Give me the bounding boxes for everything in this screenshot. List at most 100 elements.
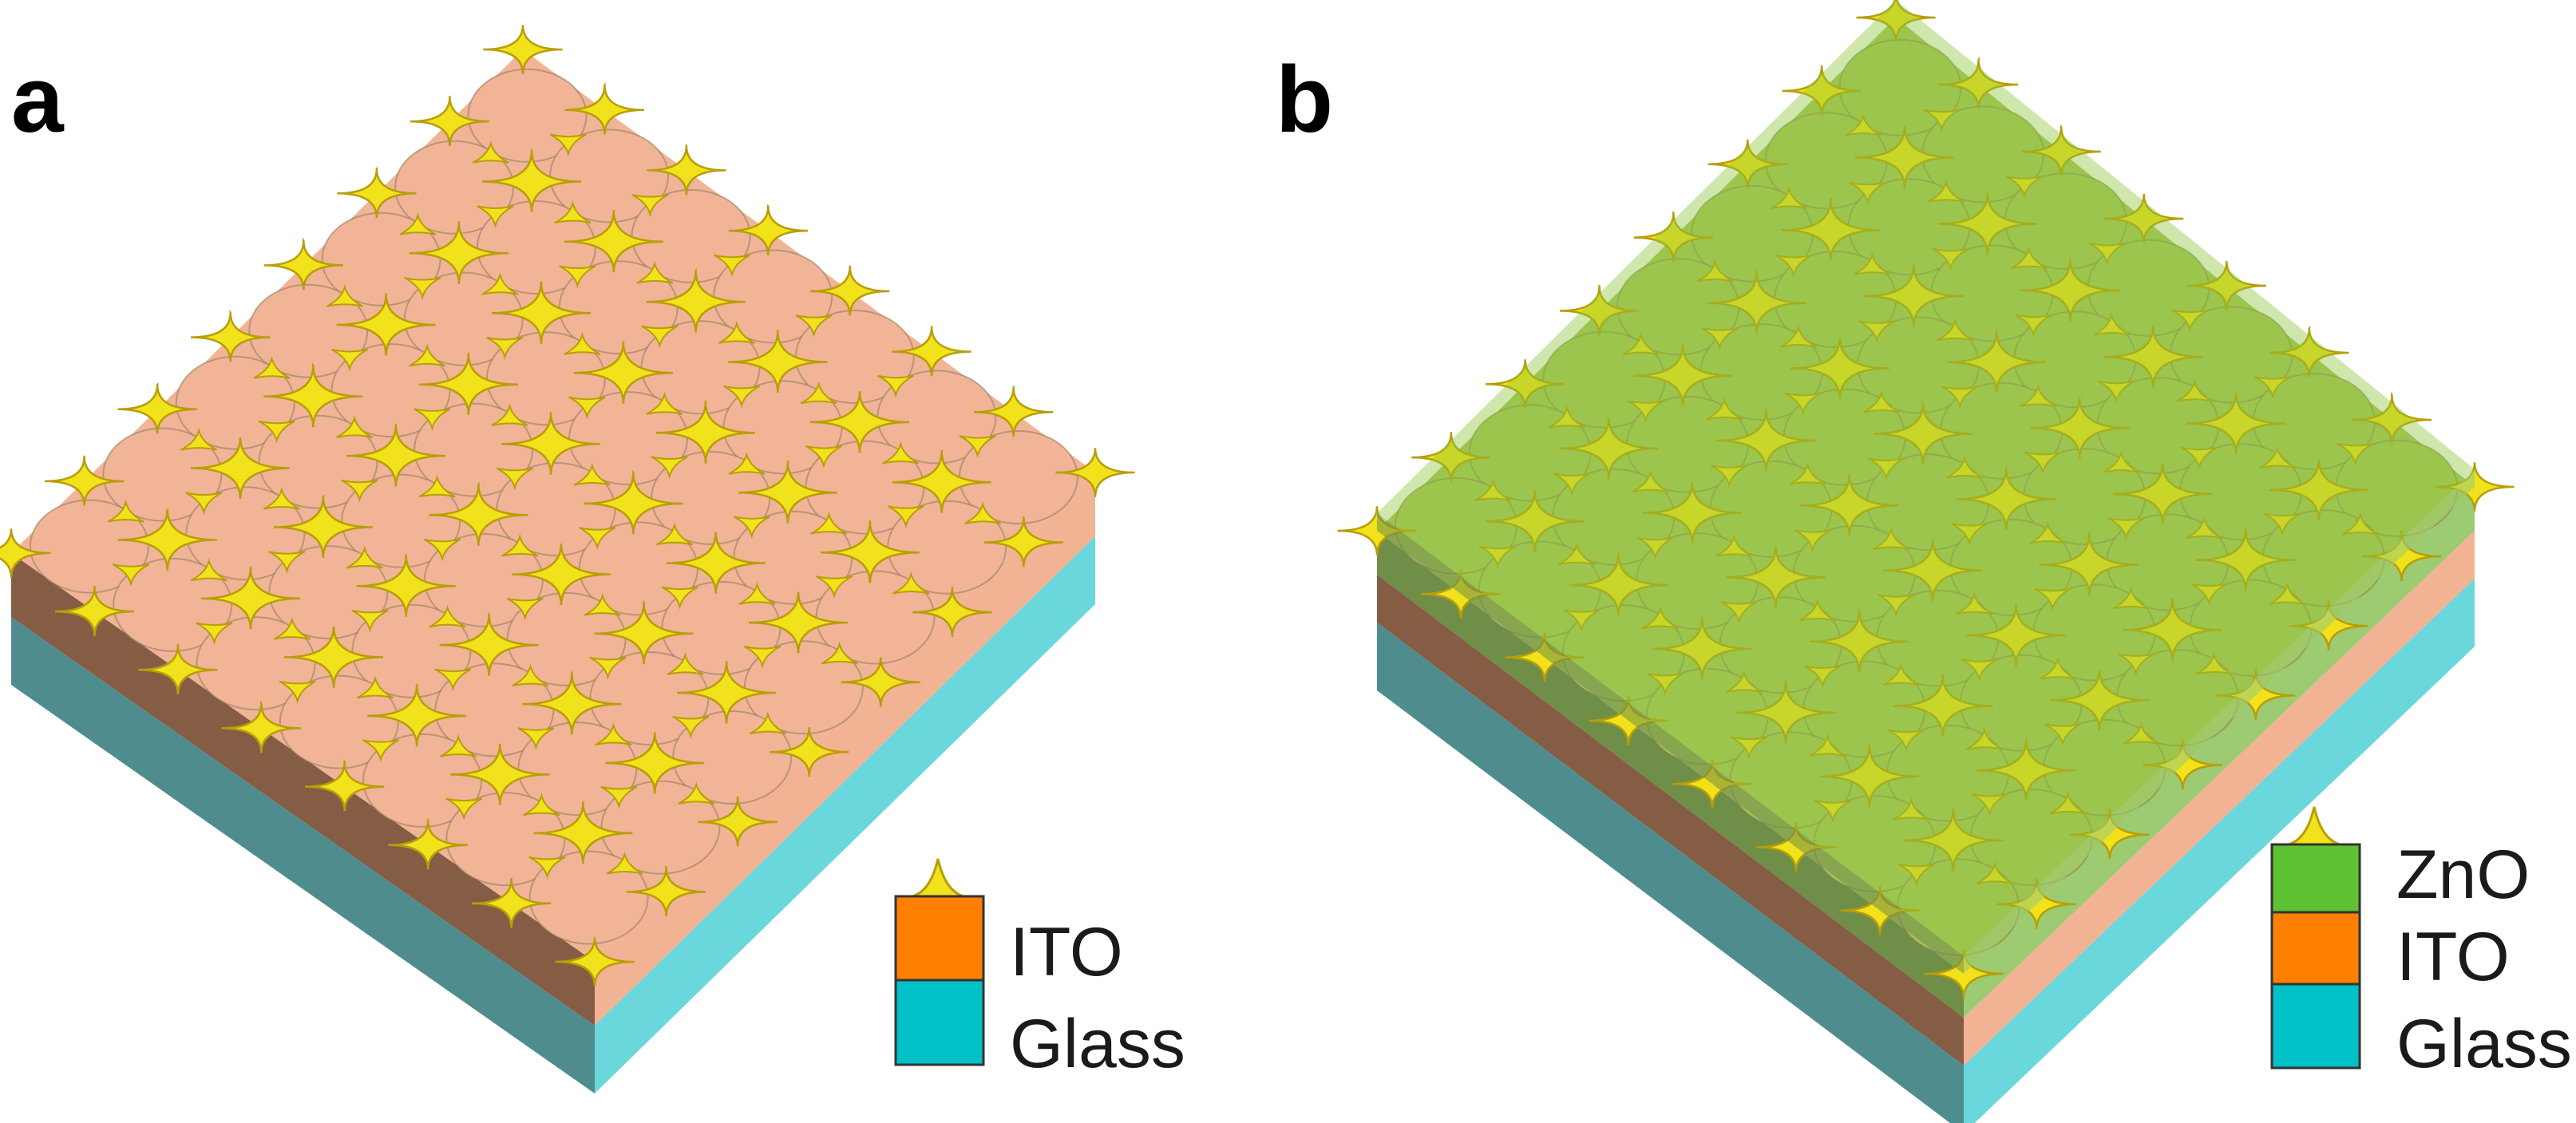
gold-nanoprism-icon — [600, 785, 638, 809]
gold-nanoprism-icon — [2352, 391, 2432, 445]
gold-nanoprism-icon — [672, 715, 710, 739]
gold-nanoprism-icon — [196, 622, 233, 646]
gold-nanoprism-icon — [2117, 653, 2155, 677]
gold-nanoprism-icon — [1873, 399, 1973, 465]
gold-nanoprism-icon — [439, 612, 539, 676]
gold-nanoprism-icon — [1782, 65, 1862, 116]
gold-nanoprism-icon — [44, 455, 125, 506]
panel-b-label: b — [1276, 47, 1333, 152]
gold-nanoprism-icon — [805, 445, 842, 469]
gold-nanoprism-icon — [605, 732, 705, 794]
gold-nanoprism-icon — [523, 793, 560, 817]
gold-nanoprism-icon — [2263, 512, 2301, 536]
substrate-right-face — [1964, 487, 2475, 1123]
gold-nanoprism-icon — [2186, 260, 2266, 310]
gold-nanoprism-icon — [2176, 378, 2214, 402]
gold-nanoprism-icon — [606, 851, 643, 875]
gold-nanoprism-icon — [1775, 254, 1812, 278]
gold-nanoprism-icon — [2093, 312, 2131, 336]
gold-nanoprism-icon — [1701, 327, 1739, 351]
gold-nanoprism-icon — [2171, 309, 2209, 333]
gold-nanoprism-icon — [388, 818, 468, 870]
gold-nanoprism-icon — [2269, 459, 2368, 521]
gold-nanoprism-icon — [2181, 446, 2218, 470]
gold-nanoprism-icon — [2103, 449, 2140, 473]
gold-nanoprism-icon — [1966, 603, 2066, 666]
gold-nanoprism-icon — [1941, 386, 1979, 409]
gold-nanoprism-icon — [337, 166, 417, 219]
gold-nanoprism-icon — [2039, 656, 2076, 680]
legend-b-ito-swatch — [2270, 911, 2361, 986]
gold-nanoprism-icon — [964, 501, 1002, 524]
gold-nanoprism-icon — [1971, 793, 2008, 817]
gold-nanoprism-icon — [522, 670, 622, 735]
gold-nanoprism-icon — [1872, 527, 1909, 551]
glass-left-face — [11, 617, 595, 1093]
gold-nanoprism-icon — [1799, 473, 1899, 536]
gold-nanoprism-icon — [1804, 665, 1842, 689]
gold-nanoprism-icon — [501, 533, 539, 557]
gold-nanoprism-icon — [1781, 197, 1881, 261]
gold-nanoprism-icon — [983, 516, 1064, 567]
panel-a: a ITO Glass — [0, 25, 1185, 1093]
gold-nanoprism-icon — [559, 265, 596, 289]
gold-nanoprism-icon — [733, 516, 770, 540]
zno-left-face — [1377, 531, 1964, 1018]
zno-right-face — [1964, 469, 2475, 974]
gold-nanoprism-icon — [1633, 211, 1714, 263]
gold-nanoprism-icon — [646, 391, 683, 415]
gold-nanoprism-icon — [1814, 800, 1851, 824]
panel-a-label: a — [11, 47, 65, 152]
gold-nanoprism-icon — [555, 937, 635, 987]
gold-nanoprism-icon — [815, 575, 853, 599]
gold-nanoprism-icon — [2254, 376, 2291, 400]
gold-nanoprism-icon — [483, 25, 563, 74]
gold-nanoprism-icon — [117, 382, 197, 434]
gold-nanoprism-icon — [362, 739, 399, 763]
gold-nanoprism-icon — [748, 591, 849, 654]
gold-nanoprism-icon — [263, 362, 363, 428]
nanosphere-footprint — [196, 616, 316, 711]
gold-nanoprism-icon — [477, 205, 514, 229]
gold-nanoprism-icon — [1559, 417, 1659, 480]
gold-nanoprism-icon — [404, 277, 441, 301]
gold-nanoprism-icon — [1867, 457, 1905, 481]
gold-nanoprism-icon — [1840, 885, 1920, 935]
gold-nanoprism-icon — [1553, 473, 1590, 496]
gold-nanoprism-icon — [2020, 259, 2120, 322]
gold-nanoprism-icon — [0, 528, 51, 578]
nanosphere-footprint — [102, 427, 223, 522]
gold-nanoprism-icon — [1862, 389, 1900, 413]
gold-nanoprism-icon — [770, 727, 849, 777]
gold-nanoprism-icon — [450, 743, 550, 805]
gold-nanoprism-icon — [1563, 609, 1601, 633]
zno-translucent-layer — [1377, 0, 2475, 956]
zno-overlayer — [1377, 0, 2475, 974]
gold-nanoprism-icon — [1559, 284, 1640, 336]
gold-nanoprism-icon — [283, 626, 384, 688]
gold-nanoprism-icon — [2103, 324, 2203, 388]
gold-nanoprism-icon — [595, 722, 632, 746]
gold-nanoprism-icon — [554, 200, 592, 224]
gold-nanoprism-icon — [1858, 320, 1896, 344]
gold-nanoprism-icon — [973, 385, 1054, 437]
gold-nanoprism-icon — [2029, 520, 2067, 544]
gold-nanoprism-icon — [341, 479, 378, 503]
gold-nanoprism-icon — [646, 267, 746, 333]
gold-nanoprism-icon — [1810, 607, 1909, 673]
gold-nanoprism-icon — [2010, 246, 2048, 270]
gold-nanoprism-icon — [2190, 583, 2228, 607]
gold-nanoprism-icon — [2015, 314, 2052, 338]
gold-nanoprism-icon — [1897, 863, 1935, 887]
gold-nanoprism-icon — [107, 499, 144, 523]
nanosphere-footprint — [445, 792, 566, 887]
legend-b-zno-label: ZnO — [2396, 836, 2530, 913]
gold-nanoprism-icon — [594, 599, 694, 665]
gold-nanoprism-icon — [200, 565, 300, 630]
gold-nanoprism-icon — [887, 505, 924, 529]
gold-nanoprism-icon — [698, 796, 778, 847]
gold-nanoprism-icon — [912, 586, 992, 637]
gold-nanoprism-icon — [723, 385, 761, 409]
gold-nanoprism-icon — [1789, 461, 1826, 485]
